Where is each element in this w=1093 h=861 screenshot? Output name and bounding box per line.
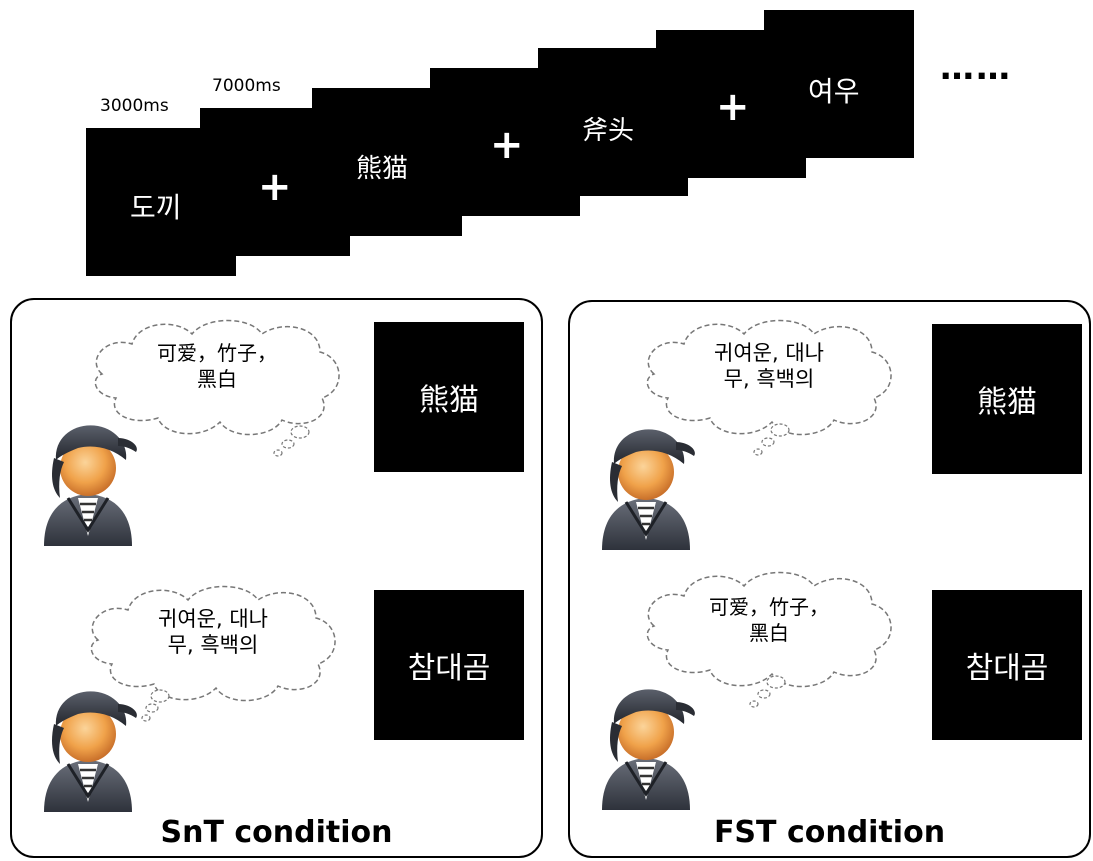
target-word-box: 熊猫 bbox=[374, 322, 524, 472]
panel-fst: 귀여운, 대나 무, 흑백의 熊猫 可爱，竹子， 黑白 bbox=[568, 300, 1091, 858]
target-word: 참대곰 bbox=[965, 651, 1049, 686]
thought-line-1: 可爱，竹子， bbox=[157, 341, 277, 365]
thought-line-2: 무, 흑백의 bbox=[723, 367, 815, 391]
panel-snt: 可爱，竹子， 黑白 熊猫 귀여운, 대나 무, 흑백의 bbox=[10, 298, 543, 858]
target-word-box: 참대곰 bbox=[932, 590, 1082, 740]
target-word-box: 熊猫 bbox=[932, 324, 1082, 474]
participant-icon bbox=[596, 682, 696, 816]
timeline-ellipsis: …… bbox=[940, 48, 1012, 88]
thought-cloud-shape bbox=[646, 571, 892, 708]
thought-line-2: 黑白 bbox=[749, 621, 789, 645]
timeline-frame-6-text: + bbox=[716, 84, 750, 130]
panel-title: FST condition bbox=[713, 815, 946, 850]
timeline-frame-7-text: 여우 bbox=[808, 75, 860, 108]
participant-icon bbox=[596, 422, 696, 556]
timeline-frame-1-text: 도끼 bbox=[130, 191, 182, 224]
timing-label-first: 3000ms bbox=[100, 96, 169, 116]
thought-line-2: 무, 흑백의 bbox=[167, 633, 259, 657]
participant-icon bbox=[38, 684, 138, 818]
target-word: 熊猫 bbox=[419, 383, 479, 418]
thought-bubble: 귀여운, 대나 무, 흑백의 bbox=[78, 578, 348, 728]
panel-title: SnT condition bbox=[160, 815, 393, 850]
target-word: 참대곰 bbox=[407, 651, 491, 686]
timeline-frame-4-text: + bbox=[490, 122, 524, 168]
thought-line-1: 可爱，竹子， bbox=[709, 595, 829, 619]
thought-cloud-shape bbox=[94, 319, 340, 457]
timeline-frame-3-text: 熊猫 bbox=[356, 154, 409, 184]
timeline-frame-1: 도끼 bbox=[86, 128, 236, 276]
participant-icon bbox=[38, 418, 138, 552]
thought-bubble: 귀여운, 대나 무, 흑백의 bbox=[634, 312, 904, 462]
target-word: 熊猫 bbox=[977, 385, 1037, 420]
thought-cloud-shape bbox=[646, 319, 892, 456]
thought-line-1: 귀여운, 대나 bbox=[714, 341, 824, 365]
thought-line-1: 귀여운, 대나 bbox=[158, 607, 268, 631]
thought-line-2: 黑白 bbox=[197, 367, 237, 391]
timeline-frame-2-text: + bbox=[258, 164, 292, 210]
thought-bubble: 可爱，竹子， 黑白 bbox=[82, 312, 352, 462]
thought-cloud-shape bbox=[90, 585, 336, 722]
target-word-box: 참대곰 bbox=[374, 590, 524, 740]
timing-label-second: 7000ms bbox=[212, 76, 281, 96]
timeline-frame-5-text: 斧头 bbox=[582, 116, 635, 146]
thought-bubble: 可爱，竹子， 黑白 bbox=[634, 564, 904, 714]
